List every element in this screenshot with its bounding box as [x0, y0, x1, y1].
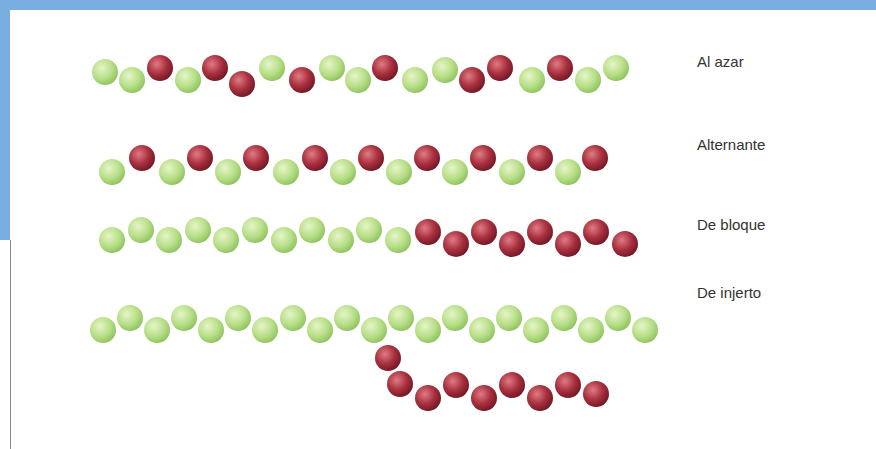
row-label: De injerto [697, 284, 761, 301]
block-chain [99, 217, 638, 257]
frame-line [10, 240, 11, 449]
row-label: Alternante [697, 136, 765, 153]
top-band [0, 0, 876, 10]
row-label: Al azar [697, 53, 744, 70]
graft-chain [90, 305, 658, 411]
row-label: De bloque [697, 216, 765, 233]
side-band [0, 0, 10, 240]
alternating-chain [99, 145, 608, 185]
random-chain [92, 55, 629, 97]
